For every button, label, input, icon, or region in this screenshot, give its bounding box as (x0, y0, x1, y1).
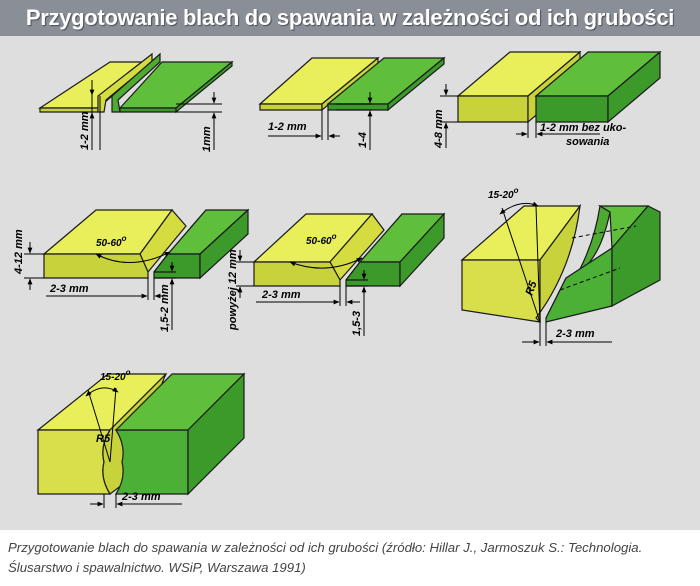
joint-single-u (460, 201, 661, 346)
d1-gap-label: 1-2 mm (79, 111, 91, 150)
plate-right-side (175, 60, 233, 114)
plate-left-front (43, 253, 149, 279)
d5-root-label: 1,5-3 (351, 311, 363, 336)
d7-radius-label: R5 (96, 433, 111, 445)
caption-line-2: Ślusarstwo i spawalnictwo. WSiP, Warszaw… (8, 560, 306, 575)
d2-gap-label: 1-2 mm (268, 121, 307, 133)
weld-preparation-diagram: 1-2 mm 1mm 1-2 mm 1-4 (13, 50, 662, 508)
joint-square-medium (440, 50, 662, 148)
d7-gap-label: 2-3 mm (121, 491, 161, 503)
d6-angle-label: 15-20o (488, 186, 519, 201)
d3-gap-label-line1: 1-2 mm bez uko- (540, 122, 627, 134)
joint-square-thin (258, 56, 446, 150)
joint-flanged-1mm (37, 52, 234, 150)
plate-right-front (114, 429, 189, 495)
d6-gap-label: 2-3 mm (555, 328, 595, 340)
plate-right-front (535, 95, 609, 123)
d5-gap-label: 2-3 mm (261, 289, 301, 301)
d7-angle-label: 15-20o (100, 368, 131, 383)
d3-gap-label-line2: sowania (566, 136, 609, 148)
u-groove-left (535, 203, 581, 324)
plate-left-front (259, 103, 323, 111)
d4-angle-label: 50-60o (96, 234, 127, 249)
plate-right-front (345, 261, 401, 287)
page-title: Przygotowanie blach do spawania w zależn… (25, 5, 675, 30)
plate-right-front (119, 107, 177, 113)
d3-thickness-label: 4-8 mm (433, 109, 445, 149)
plate-left-front (39, 107, 99, 113)
plate-right-side (387, 56, 445, 112)
plate-right-side (187, 372, 245, 496)
plate-left-front (457, 95, 529, 123)
d2-thickness-label: 1-4 (357, 132, 369, 148)
d7-angle-value: 15-20 (100, 372, 126, 383)
joint-single-v-above-12 (236, 212, 446, 336)
plate-right-front (153, 253, 201, 279)
d4-thickness-label: 4-12 mm (13, 229, 25, 275)
plate-right-front (327, 103, 389, 111)
diagram-panel: 1-2 mm 1mm 1-2 mm 1-4 (0, 36, 700, 530)
plate-right-front (545, 246, 613, 323)
joint-single-v-4-12 (24, 208, 250, 330)
plate-left-front (253, 261, 341, 287)
caption-line-1: Przygotowanie blach do spawania w zależn… (8, 540, 643, 555)
figure-caption: Przygotowanie blach do spawania w zależn… (8, 538, 692, 578)
plate-right-side (199, 208, 249, 280)
d4-angle-value: 50-60 (96, 238, 122, 249)
d6-radius-label: R5 (524, 279, 540, 297)
d6-angle-value: 15-20 (488, 190, 514, 201)
d5-angle-label: 50-60o (306, 232, 337, 247)
d1-thickness-label: 1mm (201, 126, 213, 152)
d5-thickness-label: powyżej 12 mm (227, 249, 239, 331)
joint-double-u (36, 372, 246, 508)
plate-right-side (399, 212, 445, 288)
title-bar: Przygotowanie blach do spawania w zależn… (0, 0, 700, 36)
plate-right-side (607, 50, 661, 124)
d4-gap-label: 2-3 mm (49, 283, 89, 295)
d4-root-label: 1,5-2 mm (159, 284, 171, 332)
d5-angle-value: 50-60 (306, 236, 332, 247)
plate-right-side (611, 205, 661, 308)
